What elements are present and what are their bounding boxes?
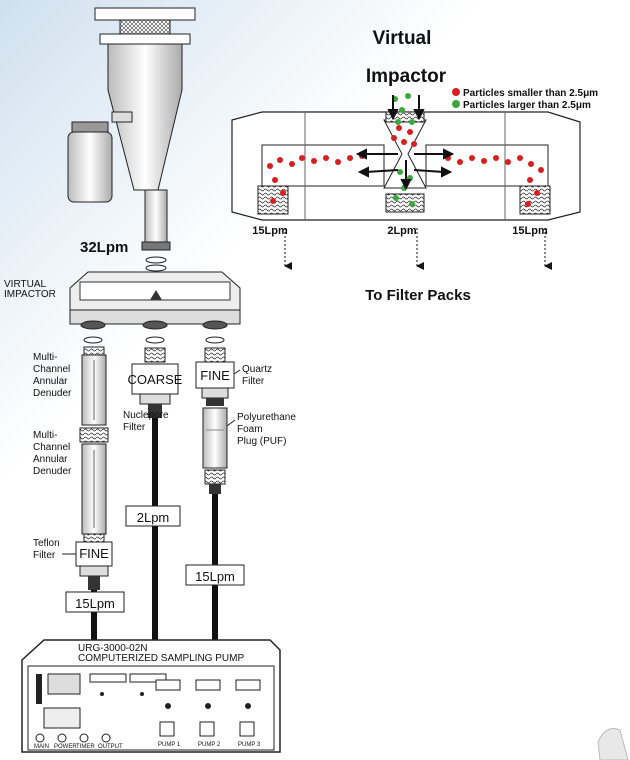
denuder2-line3: Annular xyxy=(33,454,68,465)
quartz-line1: Quartz xyxy=(242,364,272,375)
denuder1-line3: Annular xyxy=(33,376,68,387)
sampling-pump: URG-3000-02N COMPUTERIZED SAMPLING PUMP … xyxy=(21,639,281,753)
pump-display xyxy=(47,673,81,695)
denuder1-line1: Multi- xyxy=(33,352,57,363)
teflon-line2: Filter xyxy=(33,550,56,561)
right-train: FINE Quartz Filter Polyurethane Foam Plu… xyxy=(185,336,296,650)
teflon-line1: Teflon xyxy=(33,538,60,549)
pump2-switch xyxy=(199,721,215,737)
panel-label-output: OUTPUT xyxy=(98,744,123,750)
teflon-pack-label: FINE xyxy=(79,546,109,561)
puf-cartridge xyxy=(202,407,228,469)
flow-arrows xyxy=(355,95,455,191)
inlet-screen xyxy=(119,19,171,35)
panel-label-pump3: PUMP 3 xyxy=(238,742,261,748)
right-flow-box xyxy=(185,564,245,586)
to-filter-packs-label: To Filter Packs xyxy=(365,287,471,304)
legend-large-marker xyxy=(452,100,460,108)
middle-flow-label: 2Lpm xyxy=(137,510,170,525)
denuder2-line1: Multi- xyxy=(33,430,57,441)
left-train: FINE Multi- Channel Annular Denuder Mult… xyxy=(33,336,125,650)
impactor-label-line2: IMPACTOR xyxy=(4,289,56,300)
coarse-pack xyxy=(131,363,179,395)
pump3-switch xyxy=(239,721,255,737)
panel-label-pump2: PUMP 2 xyxy=(198,742,221,748)
denuder1-line4: Denuder xyxy=(33,388,72,399)
grit-pot xyxy=(67,131,113,203)
inlet-flow-label: 32Lpm xyxy=(80,239,128,256)
panel-label-main: MAIN xyxy=(34,744,49,750)
panel-label-timer: TIMER xyxy=(76,744,95,750)
puf-line3: Plug (PUF) xyxy=(237,436,286,447)
legend-large-label: Particles larger than 2.5μm xyxy=(463,100,591,111)
middle-flow-box xyxy=(125,505,181,527)
inlet-assembly: 32Lpm xyxy=(67,7,196,272)
middle-train: COARSE Nuclepore Filter 2Lpm xyxy=(123,336,183,650)
center-outlet-flow: 2Lpm xyxy=(387,225,417,237)
impactor-block: VIRTUAL IMPACTOR xyxy=(4,271,241,330)
panel-label-pump1: PUMP 1 xyxy=(158,742,181,748)
corner-decoration xyxy=(597,728,629,760)
inlet-cap xyxy=(94,7,196,21)
pump-gauge xyxy=(43,707,81,729)
right-outlet-flow: 15Lpm xyxy=(512,225,548,237)
left-flow-label: 15Lpm xyxy=(75,596,115,611)
nuclepore-line1: Nuclepore xyxy=(123,410,169,421)
legend-small-label: Particles smaller than 2.5μm xyxy=(463,88,598,99)
left-outlet-flow: 15Lpm xyxy=(252,225,288,237)
puf-line1: Polyurethane xyxy=(237,412,296,423)
pump-title-line2: COMPUTERIZED SAMPLING PUMP xyxy=(78,653,244,664)
middle-hose xyxy=(152,418,158,650)
panel-label-power: POWER xyxy=(54,744,77,750)
left-hose xyxy=(91,590,97,650)
nuclepore-line2: Filter xyxy=(123,422,146,433)
inlet-tube xyxy=(144,189,168,246)
virtual-impactor-schematic: Virtual Impactor Particles smaller than … xyxy=(231,28,598,304)
pump1-switch xyxy=(159,721,175,737)
schematic-title-line2: Impactor xyxy=(366,66,447,87)
coarse-pack-label: COARSE xyxy=(128,372,183,387)
denuder2-line2: Channel xyxy=(33,442,70,453)
fine-pack xyxy=(195,361,235,389)
puf-line2: Foam xyxy=(237,424,263,435)
legend-small-marker xyxy=(452,88,460,96)
denuder1-line2: Channel xyxy=(33,364,70,375)
left-flow-box xyxy=(65,591,125,613)
schematic-title-line1: Virtual xyxy=(373,28,432,49)
fine-pack-label: FINE xyxy=(200,368,230,383)
right-flow-label: 15Lpm xyxy=(195,569,235,584)
pump-title-line1: URG-3000-02N xyxy=(78,643,147,654)
quartz-line2: Filter xyxy=(242,376,265,387)
denuder2-line4: Denuder xyxy=(33,466,72,477)
impactor-label-line1: VIRTUAL xyxy=(4,279,46,290)
